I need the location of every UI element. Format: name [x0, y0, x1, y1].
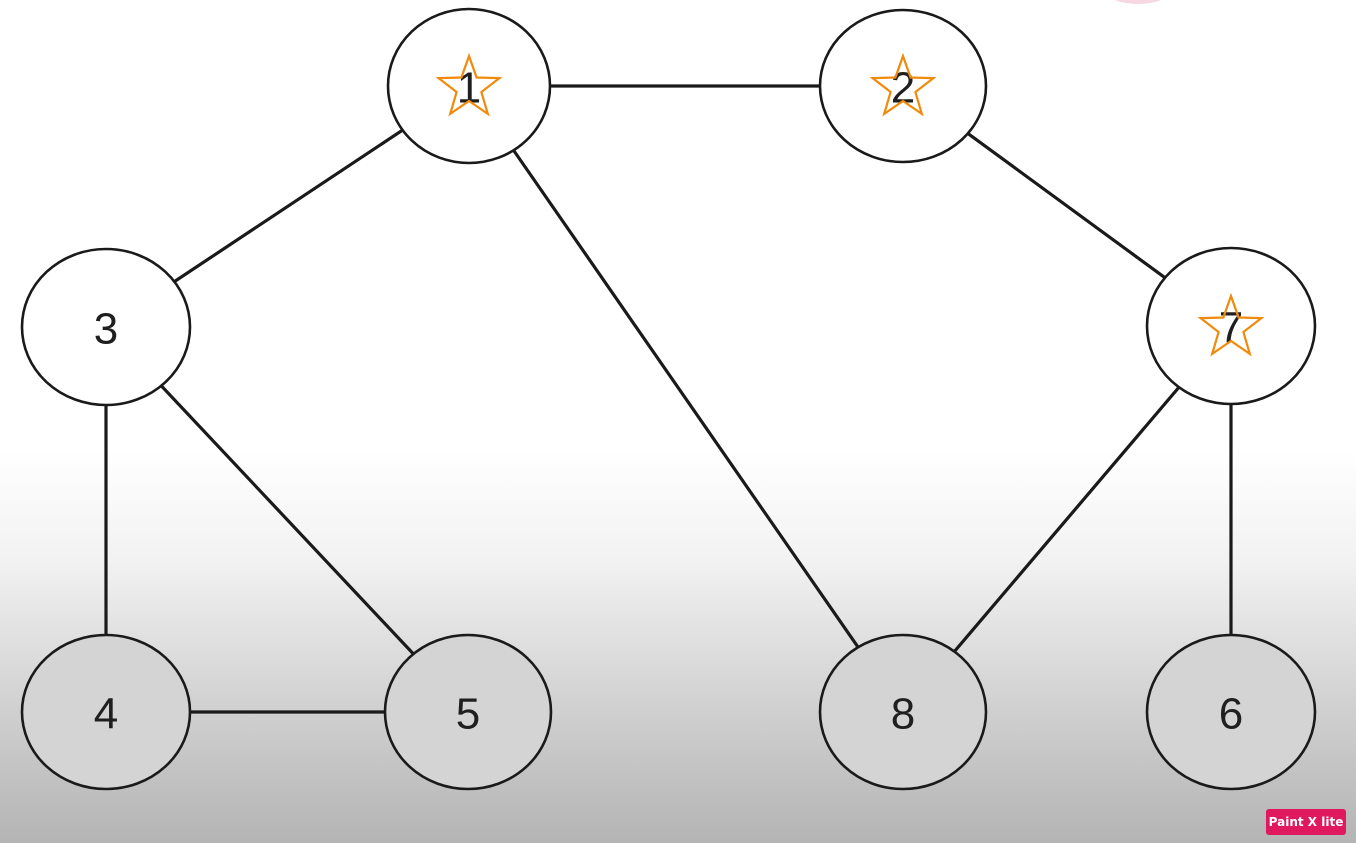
node-8: 8 [818, 633, 988, 791]
node-circle-4 [20, 633, 192, 791]
node-label-1: 1 [457, 64, 481, 113]
node-label-7: 7 [1219, 304, 1243, 353]
node-label-2: 2 [891, 64, 915, 113]
node-circle-2 [818, 8, 988, 164]
node-label-8: 8 [891, 690, 915, 739]
node-label-5: 5 [456, 690, 480, 739]
node-circle-8 [818, 633, 988, 791]
node-circle-5 [383, 633, 553, 791]
star-icon [435, 52, 503, 117]
graph-edges [104, 84, 1233, 714]
node-5: 5 [383, 633, 553, 791]
paint-x-lite-watermark: Paint X lite [1266, 809, 1346, 835]
graph-nodes: 1 2 3 7 4 5 8 6 [20, 7, 1317, 791]
node-4: 4 [20, 633, 192, 791]
node-3: 3 [20, 247, 192, 407]
node-circle-7 [1145, 246, 1317, 406]
node-6: 6 [1145, 633, 1317, 791]
node-7: 7 [1145, 246, 1317, 406]
node-1: 1 [386, 7, 552, 165]
star-icon [1197, 292, 1265, 357]
node-label-6: 6 [1219, 690, 1243, 739]
pink-mark-decoration [1108, 0, 1168, 4]
node-circle-3 [20, 247, 192, 407]
star-icon [869, 52, 937, 117]
edge-3-5 [104, 325, 470, 714]
node-label-4: 4 [94, 690, 118, 739]
node-circle-1 [386, 7, 552, 165]
node-2: 2 [818, 8, 988, 164]
node-circle-6 [1145, 633, 1317, 791]
edge-7-8 [901, 324, 1233, 714]
edge-1-8 [467, 84, 905, 714]
node-label-3: 3 [94, 305, 118, 354]
